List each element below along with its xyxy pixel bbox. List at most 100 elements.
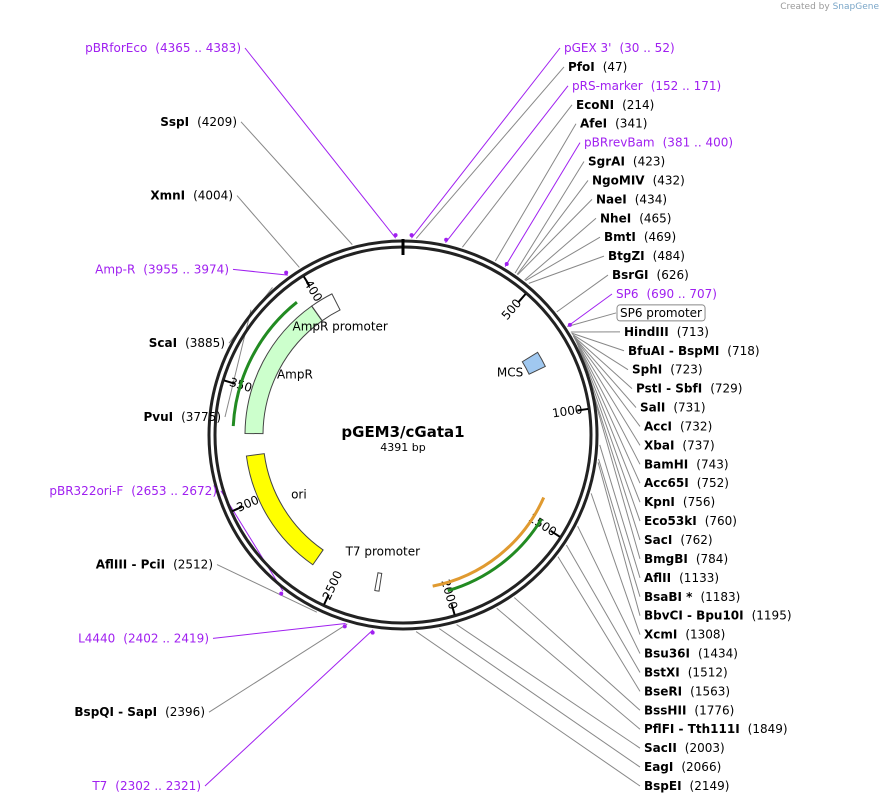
leader-line <box>567 293 613 327</box>
site-name: XbaI <box>644 438 674 452</box>
feature-ori <box>245 453 324 566</box>
site-label-psti-sbfi: PstI - SbfI(729) <box>636 382 742 396</box>
site-position: (47) <box>603 60 628 74</box>
leader-line <box>590 493 641 635</box>
leader-line <box>220 490 284 592</box>
plasmid-size: 4391 bp <box>380 441 425 454</box>
site-name: HindIII <box>624 325 669 339</box>
site-position: (381 .. 400) <box>663 136 733 150</box>
site-label-sp6: SP6(690 .. 707) <box>616 287 717 301</box>
site-name: Eco53kI <box>644 514 697 528</box>
site-name: ScaI <box>149 336 177 350</box>
site-position: (2302 .. 2321) <box>115 779 201 793</box>
primer-marker <box>444 237 449 242</box>
site-name: NgoMIV <box>592 173 645 187</box>
site-label-scai: ScaI (3885) <box>149 336 225 350</box>
leader-line <box>514 161 585 274</box>
site-name: pGEX 3' <box>564 41 611 55</box>
site-label-bspqi-sapi: BspQI - SapI(2396) <box>74 705 205 719</box>
site-label-pvui: PvuI (3775) <box>143 410 221 424</box>
site-position: (2653 .. 2672) <box>131 484 217 498</box>
site-name: NaeI <box>596 192 627 206</box>
leader-line <box>517 199 593 276</box>
site-name: Amp-R <box>95 262 135 276</box>
site-position: (713) <box>677 325 709 339</box>
site-position: (1849) <box>748 722 788 736</box>
site-position: (729) <box>710 382 742 396</box>
site-position: (1183) <box>700 590 740 604</box>
site-label-btgzi: BtgZI(484) <box>608 249 685 263</box>
leader-line <box>461 104 573 248</box>
primer-marker <box>284 270 289 275</box>
leader-line <box>494 123 577 262</box>
site-position: (3885) <box>185 336 225 350</box>
site-position: (723) <box>670 363 702 377</box>
plasmid-backbone <box>207 239 599 631</box>
tick-mark <box>450 603 456 616</box>
leader-line <box>240 121 353 245</box>
leader-line <box>575 341 641 484</box>
site-label-eco53ki: Eco53kI (760) <box>644 514 737 528</box>
leader-line <box>525 236 601 282</box>
site-name: SP6 <box>616 287 639 301</box>
site-name: AflIII - PciI <box>96 558 165 572</box>
site-name: BsrGI <box>612 268 649 282</box>
site-name: SspI <box>160 115 189 129</box>
tick-label: 1000 <box>551 402 583 420</box>
site-position: (760) <box>705 514 737 528</box>
site-name: BbvCI - Bpu10I <box>644 609 744 623</box>
leader-line <box>456 624 641 749</box>
leader-line <box>236 195 300 268</box>
site-position: (626) <box>657 268 689 282</box>
site-position: (737) <box>682 438 714 452</box>
leader-line <box>599 444 641 578</box>
site-position: (3775) <box>181 410 221 424</box>
site-label-prs-marker: pRS-marker(152 .. 171) <box>572 79 721 93</box>
primer-marker <box>409 233 414 238</box>
site-name: Bsu36I <box>644 647 690 661</box>
site-position: (1133) <box>679 571 719 585</box>
site-position: (743) <box>696 457 728 471</box>
site-name: PvuI <box>143 410 173 424</box>
leader-line <box>573 335 637 408</box>
credit-text: Created by <box>780 2 830 12</box>
site-name: L4440 <box>78 631 115 645</box>
leader-line <box>598 458 641 597</box>
site-position: (2402 .. 2419) <box>123 631 209 645</box>
site-name: AfeI <box>580 117 607 131</box>
site-position: (762) <box>680 533 712 547</box>
primer-marker <box>342 624 347 629</box>
site-name: BamHI <box>644 457 688 471</box>
site-name: AflII <box>644 571 671 585</box>
site-position: (341) <box>615 117 647 131</box>
site-position: (434) <box>635 192 667 206</box>
site-name: KpnI <box>644 495 675 509</box>
leader-line <box>528 255 605 284</box>
site-position: (214) <box>622 98 654 112</box>
site-name: EagI <box>644 760 673 774</box>
site-name: XcmI <box>644 628 677 642</box>
feature-label-t7-promoter: T7 promoter <box>345 544 421 558</box>
site-position: (465) <box>639 211 671 225</box>
site-position: (4209) <box>197 115 237 129</box>
tick-label: 2500 <box>320 568 346 602</box>
site-label-econi: EcoNI(214) <box>576 98 654 112</box>
site-position: (152 .. 171) <box>651 79 721 93</box>
leader-line <box>208 623 348 713</box>
site-label-afei: AfeI (341) <box>580 117 647 131</box>
site-name: BmgBI <box>644 552 688 566</box>
site-label-pbrrevbam: pBRrevBam(381 .. 400) <box>584 136 733 150</box>
site-label-xcmi: XcmI(1308) <box>644 628 725 642</box>
feature-label-ori: ori <box>291 488 307 502</box>
site-label-sspi: SspI (4209) <box>160 115 237 129</box>
site-label-aflii: AflII (1133) <box>644 571 719 585</box>
snapgene-brand: SnapGene <box>832 2 879 12</box>
site-position: (731) <box>673 401 705 415</box>
tick-mark <box>302 275 311 287</box>
site-label-bsshii: BssHII(1776) <box>644 703 734 717</box>
site-name: SgrAI <box>588 155 625 169</box>
site-name: BfuAI - BspMI <box>628 344 719 358</box>
site-label-xmni: XmnI(4004) <box>150 189 233 203</box>
leader-line <box>204 629 374 787</box>
